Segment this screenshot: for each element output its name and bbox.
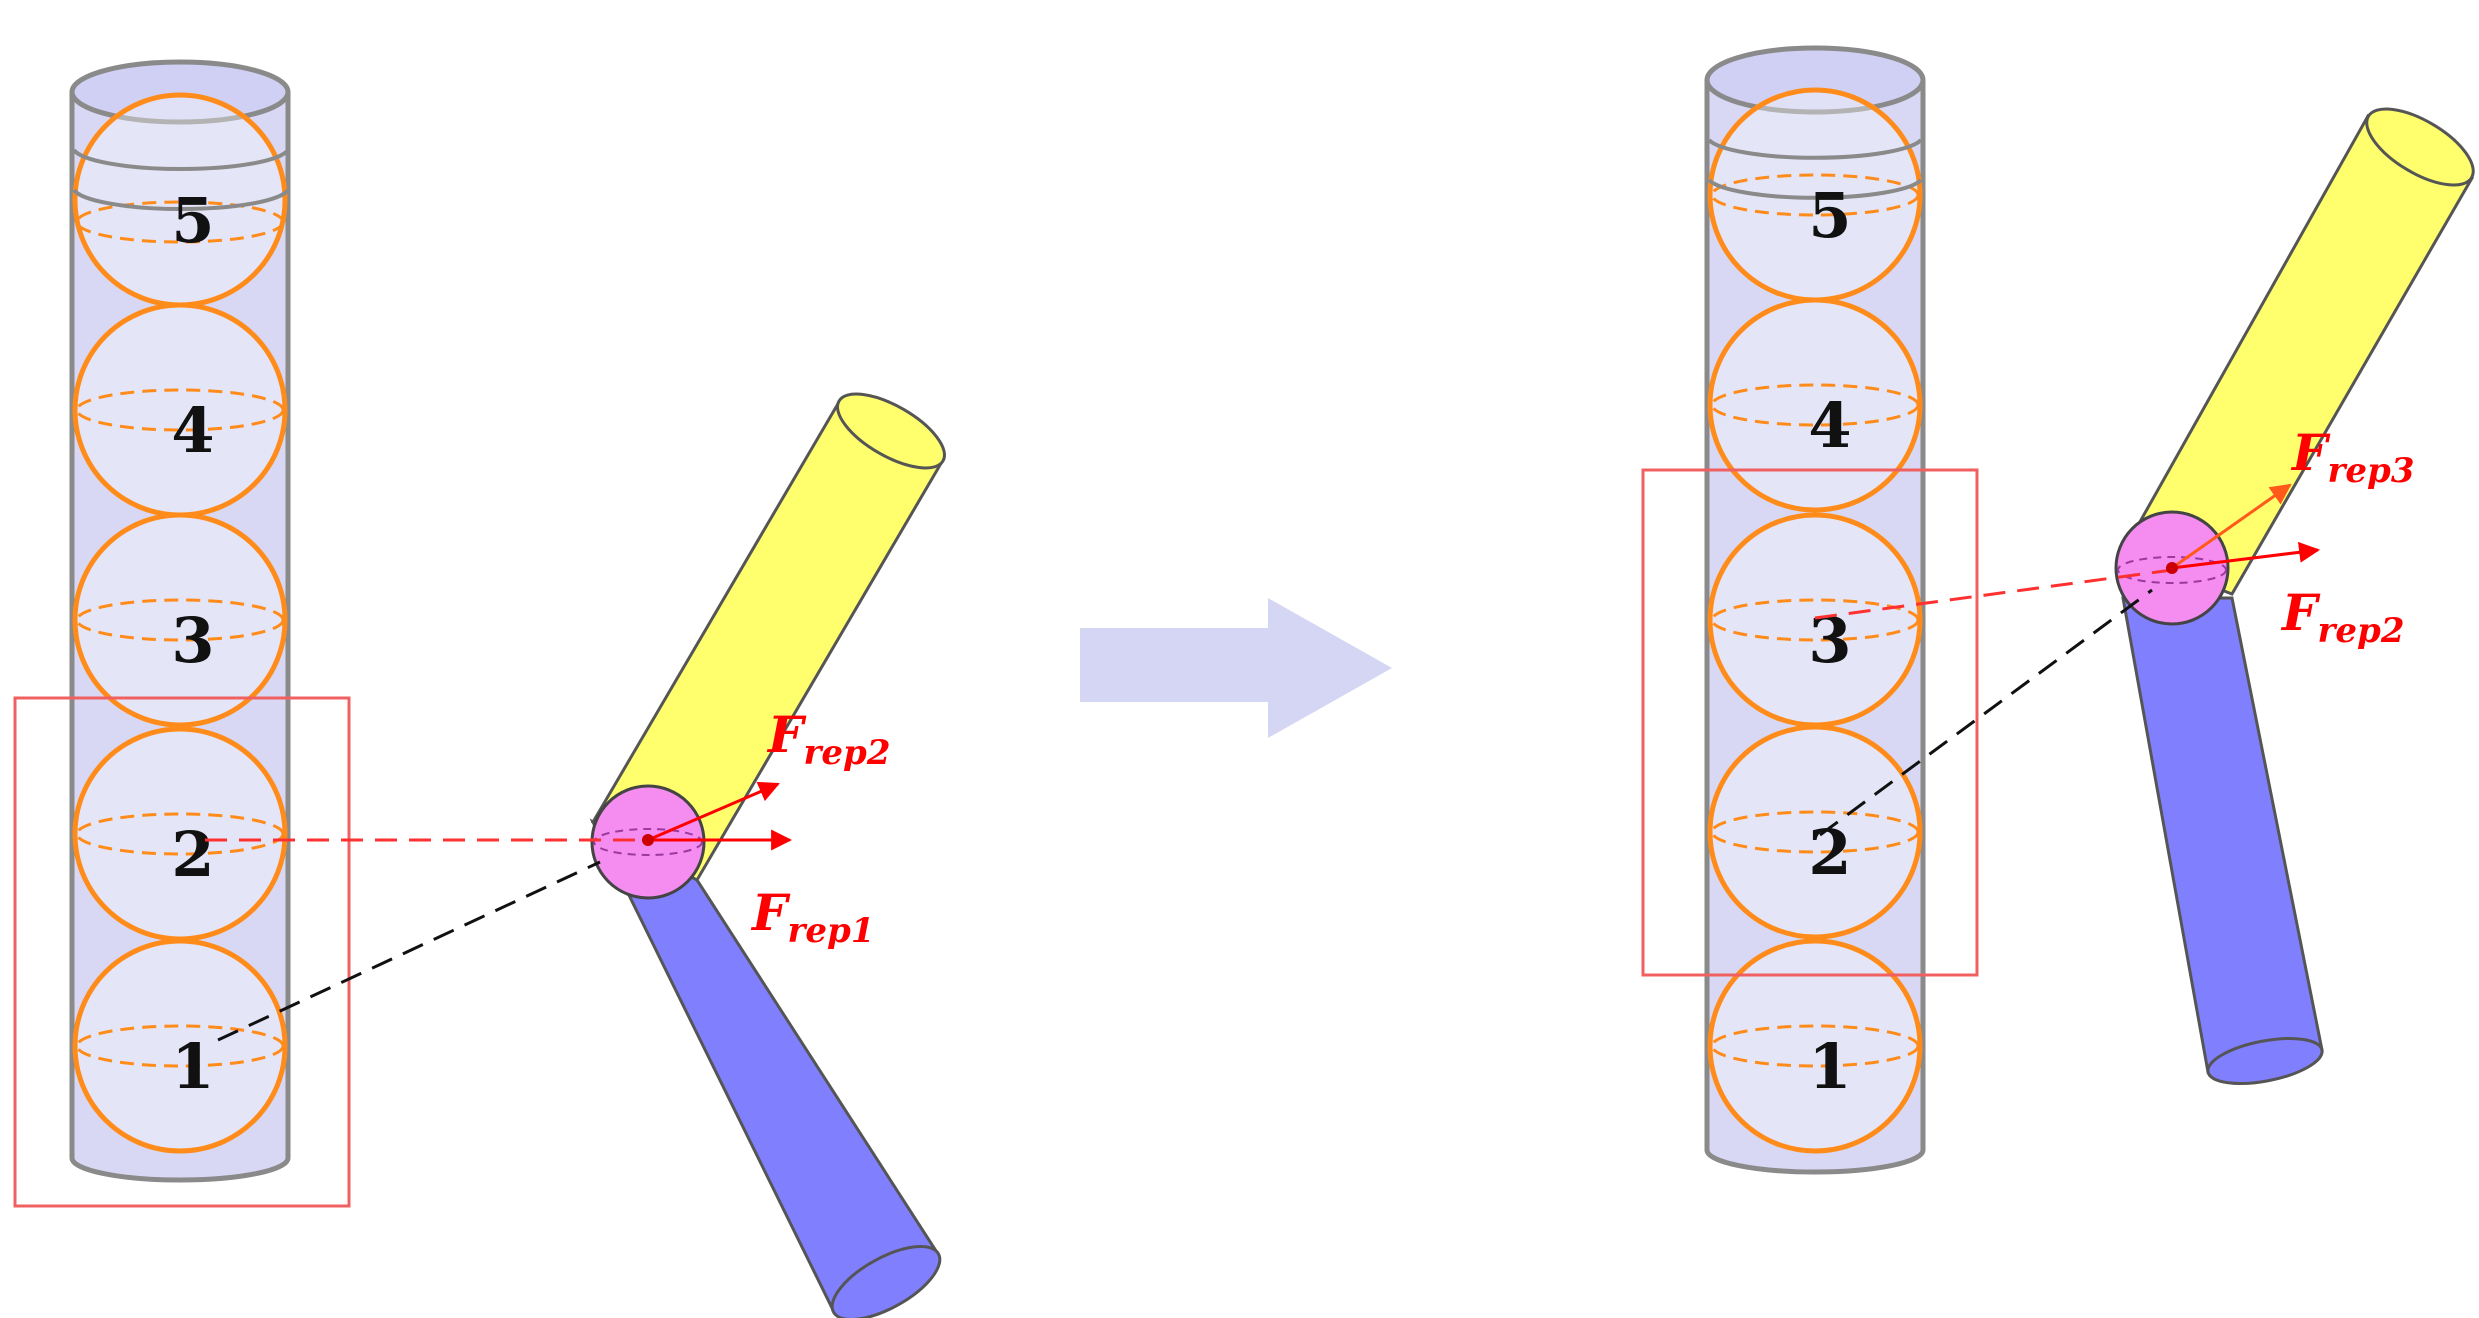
right-sphere-1: 1 <box>1707 938 1923 1154</box>
left-link-sphere1-dashed <box>217 860 601 1042</box>
right-link-sphere3-dashed <box>1814 568 2173 620</box>
right-force-rep2-arrow <box>2171 541 2321 570</box>
right-link-sphere2-dashed <box>1819 588 2153 837</box>
left-sphere-label-1: 1 <box>171 1030 214 1103</box>
left-joint-center <box>642 834 654 846</box>
left-force-rep1-label: Frep1 <box>750 883 874 951</box>
left-force-rep2-arrow <box>647 781 780 842</box>
left-panel: 5 4 3 2 1 <box>13 59 946 1318</box>
right-highlight-box <box>1641 468 1979 977</box>
left-sphere-2: 2 <box>72 726 288 942</box>
right-force-rep2-label: Frep2 <box>2280 583 2404 651</box>
left-highlight-box <box>13 696 351 1208</box>
right-sphere-4: 4 <box>1707 297 1923 513</box>
right-sphere-5: 5 <box>1707 87 1923 303</box>
right-joint-center <box>2166 562 2178 574</box>
right-blue-rod <box>2121 596 2324 1085</box>
right-sphere-3: 3 <box>1707 512 1923 728</box>
left-sphere-4: 4 <box>72 302 288 518</box>
left-sphere-1: 1 <box>72 938 288 1154</box>
left-sphere-5: 5 <box>72 92 290 308</box>
right-yellow-rod <box>2120 107 2475 596</box>
right-sphere-label-4: 4 <box>1808 389 1851 462</box>
right-sphere-label-1: 1 <box>1808 1030 1851 1103</box>
right-force-rep3-label: Frep3 <box>2290 423 2414 491</box>
left-force-rep2-label: Frep2 <box>766 705 890 773</box>
right-sphere-label-5: 5 <box>1808 179 1851 252</box>
right-tube <box>1704 45 1926 1175</box>
right-sphere-2: 2 <box>1707 724 1923 940</box>
left-sphere-label-2: 2 <box>171 818 214 891</box>
left-tube <box>69 59 291 1183</box>
left-sphere-3: 3 <box>72 512 288 728</box>
left-sphere-label-5: 5 <box>171 184 214 257</box>
left-sphere-label-4: 4 <box>171 394 214 467</box>
left-sphere-label-3: 3 <box>171 604 214 677</box>
right-panel: 5 4 3 2 1 <box>1641 45 2475 1175</box>
transition-arrow <box>1080 598 1392 738</box>
right-force-rep3-arrow <box>2171 483 2292 570</box>
